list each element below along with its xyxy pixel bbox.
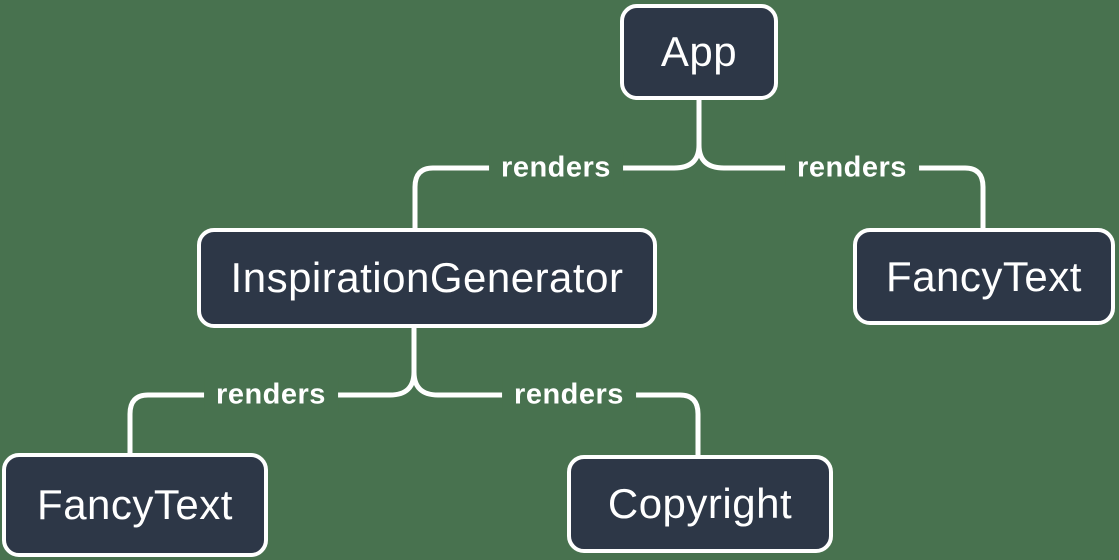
edge-label-app-inspiration-generator: renders xyxy=(489,149,623,187)
edge-inspiration-generator-to-copyright xyxy=(411,369,701,459)
edge-label-inspiration-generator-fancy-text: renders xyxy=(204,376,338,414)
node-fancy-text-bottom-label: FancyText xyxy=(37,481,233,528)
node-app: App xyxy=(620,4,778,100)
edge-app-to-fancy-text xyxy=(696,142,986,232)
edge-label-inspiration-generator-copyright: renders xyxy=(502,376,636,414)
edge-label-app-fancy-text: renders xyxy=(785,149,919,187)
node-copyright-label: Copyright xyxy=(607,480,793,527)
edge-inspiration-generator-to-fancy-text xyxy=(127,369,417,457)
node-inspiration-generator: InspirationGenerator xyxy=(197,228,657,328)
node-copyright: Copyright xyxy=(567,455,833,553)
node-fancy-text-bottom: FancyText xyxy=(2,453,268,557)
node-fancy-text-top: FancyText xyxy=(853,228,1115,325)
node-inspiration-generator-label: InspirationGenerator xyxy=(230,254,624,301)
edge-app-to-inspiration-generator xyxy=(412,142,702,232)
node-fancy-text-top-label: FancyText xyxy=(886,252,1082,300)
node-app-label: App xyxy=(660,28,738,75)
